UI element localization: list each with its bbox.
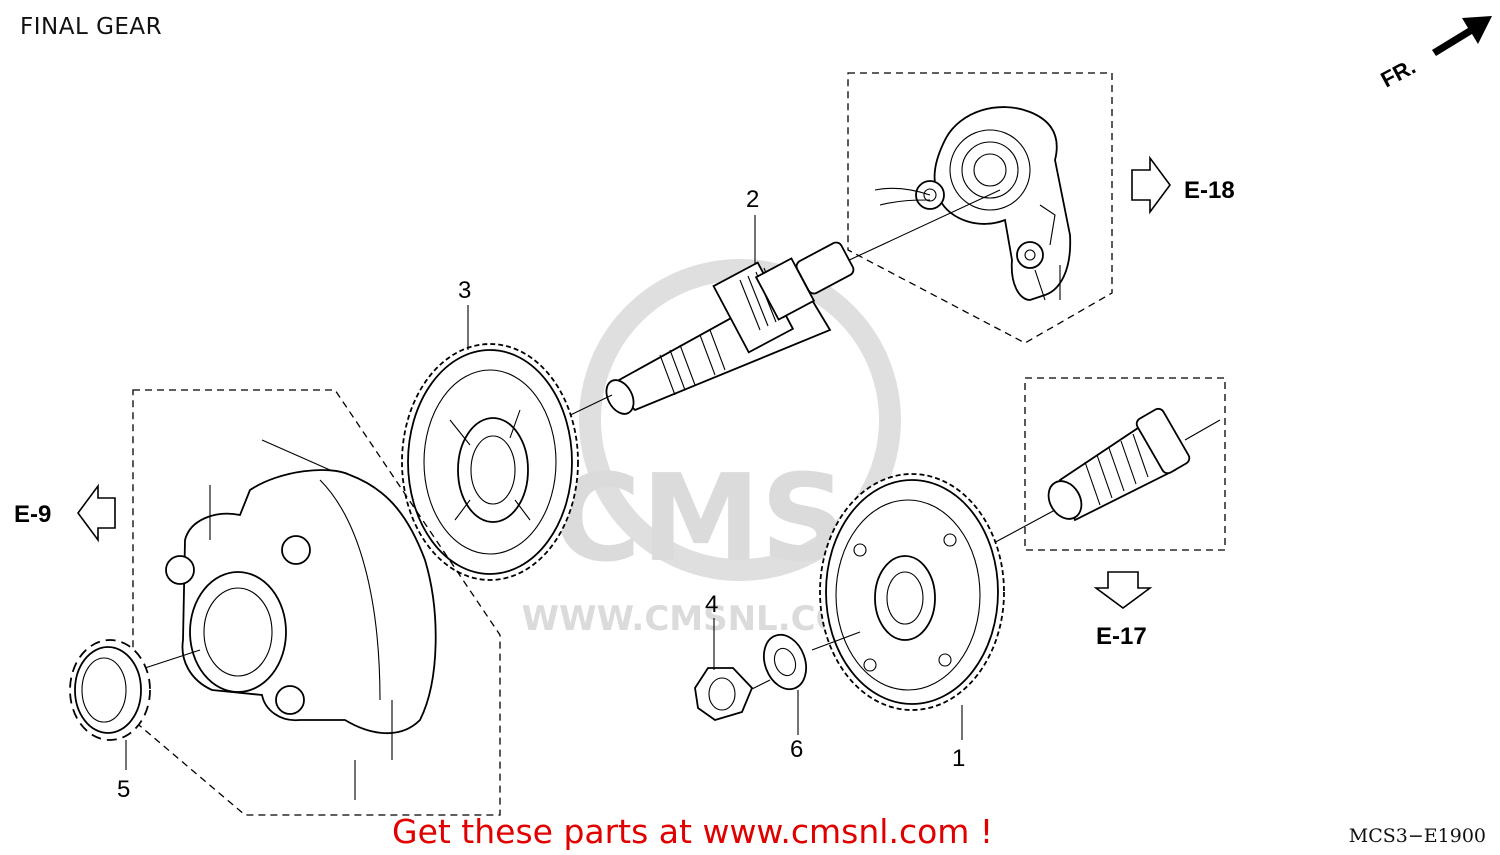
part-6-washer: 6 <box>763 631 861 763</box>
callout-part-5: 5 <box>117 776 130 803</box>
part-5-lock-nut: 5 <box>69 639 201 803</box>
callout-part-4: 4 <box>705 591 718 618</box>
ref-e17-arrow: E-17 <box>1093 571 1153 650</box>
ref-e18-arrow: E-18 <box>1131 155 1235 215</box>
page-title: FINAL GEAR <box>20 14 163 40</box>
callout-part-3: 3 <box>458 277 471 304</box>
bearing-holder-group <box>132 389 501 816</box>
watermark-brand: CMS <box>553 450 847 589</box>
bearing-housing-group <box>847 72 1113 344</box>
part-3-driven-gear: 3 <box>401 277 579 581</box>
diagram-code: MCS3−E1900 <box>1348 825 1486 847</box>
output-shaft-group <box>989 377 1226 551</box>
ref-e9-label: E-9 <box>14 501 51 528</box>
ref-e17-label: E-17 <box>1096 623 1147 650</box>
part-1-final-driven-gear: 1 <box>819 473 1005 772</box>
ref-e9-arrow: E-9 <box>14 483 116 543</box>
callout-part-6: 6 <box>790 736 803 763</box>
part-2-countershaft: 2 <box>559 186 1001 421</box>
watermark: CMS WWW.CMSNL.COM <box>522 259 901 639</box>
front-direction-arrow: FR. <box>1377 16 1492 92</box>
watermark-url: WWW.CMSNL.COM <box>522 599 879 639</box>
callout-part-2: 2 <box>746 186 759 213</box>
ref-e18-label: E-18 <box>1184 177 1235 204</box>
callout-part-1: 1 <box>952 745 965 772</box>
promo-link[interactable]: Get these parts at www.cmsnl.com ! <box>392 812 994 851</box>
front-direction-label: FR. <box>1377 54 1420 93</box>
part-4-flange-nut: 4 <box>694 591 771 721</box>
